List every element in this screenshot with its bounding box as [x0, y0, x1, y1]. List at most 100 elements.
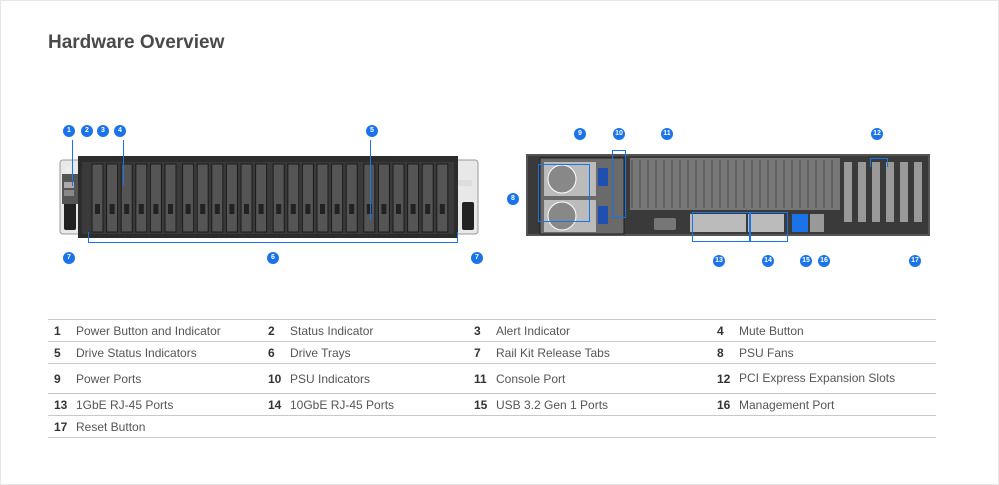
legend-number: 5: [48, 341, 76, 364]
drive-handle: [138, 204, 144, 214]
drive-tray: [421, 163, 434, 233]
legend-label: Drive Trays: [290, 341, 468, 364]
legend-label: PSU Fans: [739, 341, 936, 364]
legend-label: USB 3.2 Gen 1 Ports: [496, 393, 711, 416]
legend-table: 1 Power Button and Indicator 2 Status In…: [48, 319, 936, 438]
drive-tray: [240, 163, 253, 233]
callout-15: 15: [800, 255, 812, 267]
drive-handle: [334, 204, 340, 214]
legend-label: Status Indicator: [290, 319, 468, 342]
drive-tray: [272, 163, 285, 233]
legend-number: 1: [48, 319, 76, 342]
legend-label: 1GbE RJ-45 Ports: [76, 393, 262, 416]
drive-tray: [345, 163, 358, 233]
callout-7-right: 7: [471, 252, 483, 264]
pci-slot: [872, 162, 880, 222]
legend-row: 17 Reset Button: [48, 415, 936, 438]
drive-tray: [287, 163, 300, 233]
callout-10: 10: [613, 128, 625, 140]
drive-status-bracket: [370, 140, 371, 220]
legend-number: 17: [48, 415, 76, 438]
drive-handle: [320, 204, 325, 214]
drive-handle: [425, 204, 431, 214]
callout-1: 1: [63, 125, 75, 137]
drive-handle: [381, 204, 387, 214]
drive-trays-bracket: [88, 232, 458, 243]
indicators-bracket: [72, 140, 124, 186]
legend-number: 7: [468, 341, 496, 364]
drive-handle: [258, 204, 264, 214]
legend-row: 5 Drive Status Indicators 6 Drive Trays …: [48, 341, 936, 364]
callout-17: 17: [909, 255, 921, 267]
drive-handle: [439, 204, 445, 214]
callout-5: 5: [366, 125, 378, 137]
drive-handle: [95, 204, 100, 214]
legend-label: Console Port: [496, 363, 711, 394]
drive-handle: [185, 204, 191, 214]
legend-number: 10: [262, 363, 290, 394]
gbe-ports-bracket: [692, 212, 750, 242]
drive-handle: [305, 204, 311, 214]
drive-handle: [168, 204, 173, 214]
legend-label: PCI Express Expansion Slots: [739, 363, 936, 394]
legend-label: Power Button and Indicator: [76, 319, 262, 342]
legend-label: Alert Indicator: [496, 319, 711, 342]
drive-tray: [182, 163, 195, 233]
drive-tray: [363, 163, 376, 233]
pci-bracket: [870, 158, 888, 167]
callout-12: 12: [871, 128, 883, 140]
drive-tray: [331, 163, 344, 233]
drive-tray: [436, 163, 449, 233]
legend-label: Rail Kit Release Tabs: [496, 341, 711, 364]
vent-grid: [630, 158, 840, 210]
callout-4: 4: [114, 125, 126, 137]
drive-tray: [106, 163, 119, 233]
drive-tray: [135, 163, 148, 233]
drive-tray: [255, 163, 268, 233]
front-panel-image: [59, 156, 479, 238]
drive-handle: [276, 204, 282, 214]
callout-7-left: 7: [63, 252, 75, 264]
legend-label: Management Port: [739, 393, 936, 416]
callout-9: 9: [574, 128, 586, 140]
legend-label: Drive Status Indicators: [76, 341, 262, 364]
pci-slot: [858, 162, 866, 222]
legend-row: 9 Power Ports 10 PSU Indicators 11 Conso…: [48, 363, 936, 394]
legend-number: 4: [711, 319, 739, 342]
psu-bracket: [538, 164, 590, 222]
legend-number: 11: [468, 363, 496, 394]
legend-label: Mute Button: [739, 319, 936, 342]
drive-tray: [377, 163, 390, 233]
callout-16: 16: [818, 255, 830, 267]
legend-row: 1 Power Button and Indicator 2 Status In…: [48, 319, 936, 342]
drive-handle: [410, 204, 416, 214]
pci-slot: [900, 162, 908, 222]
drive-tray: [225, 163, 238, 233]
drive-handle: [244, 204, 249, 214]
legend-number: 6: [262, 341, 290, 364]
legend-number: 14: [262, 393, 290, 416]
legend-number: 8: [711, 341, 739, 364]
drive-handle: [366, 204, 372, 214]
psu-led-bracket: [612, 150, 626, 218]
drive-tray: [316, 163, 329, 233]
drive-tray: [392, 163, 405, 233]
callout-14: 14: [762, 255, 774, 267]
drive-handle: [349, 204, 355, 214]
drive-handle: [153, 204, 159, 214]
drive-handle: [290, 204, 296, 214]
10gbe-ports-bracket: [750, 212, 788, 242]
drive-tray: [149, 163, 162, 233]
drive-handle: [396, 204, 401, 214]
page-title: Hardware Overview: [48, 32, 225, 53]
drive-tray: [164, 163, 177, 233]
pci-slot: [886, 162, 894, 222]
drive-tray: [120, 163, 133, 233]
legend-number: 15: [468, 393, 496, 416]
callout-3: 3: [97, 125, 109, 137]
legend-number: 3: [468, 319, 496, 342]
legend-label: PSU Indicators: [290, 363, 468, 394]
drive-handle: [200, 204, 206, 214]
drive-tray: [196, 163, 209, 233]
legend-label: Power Ports: [76, 363, 262, 394]
